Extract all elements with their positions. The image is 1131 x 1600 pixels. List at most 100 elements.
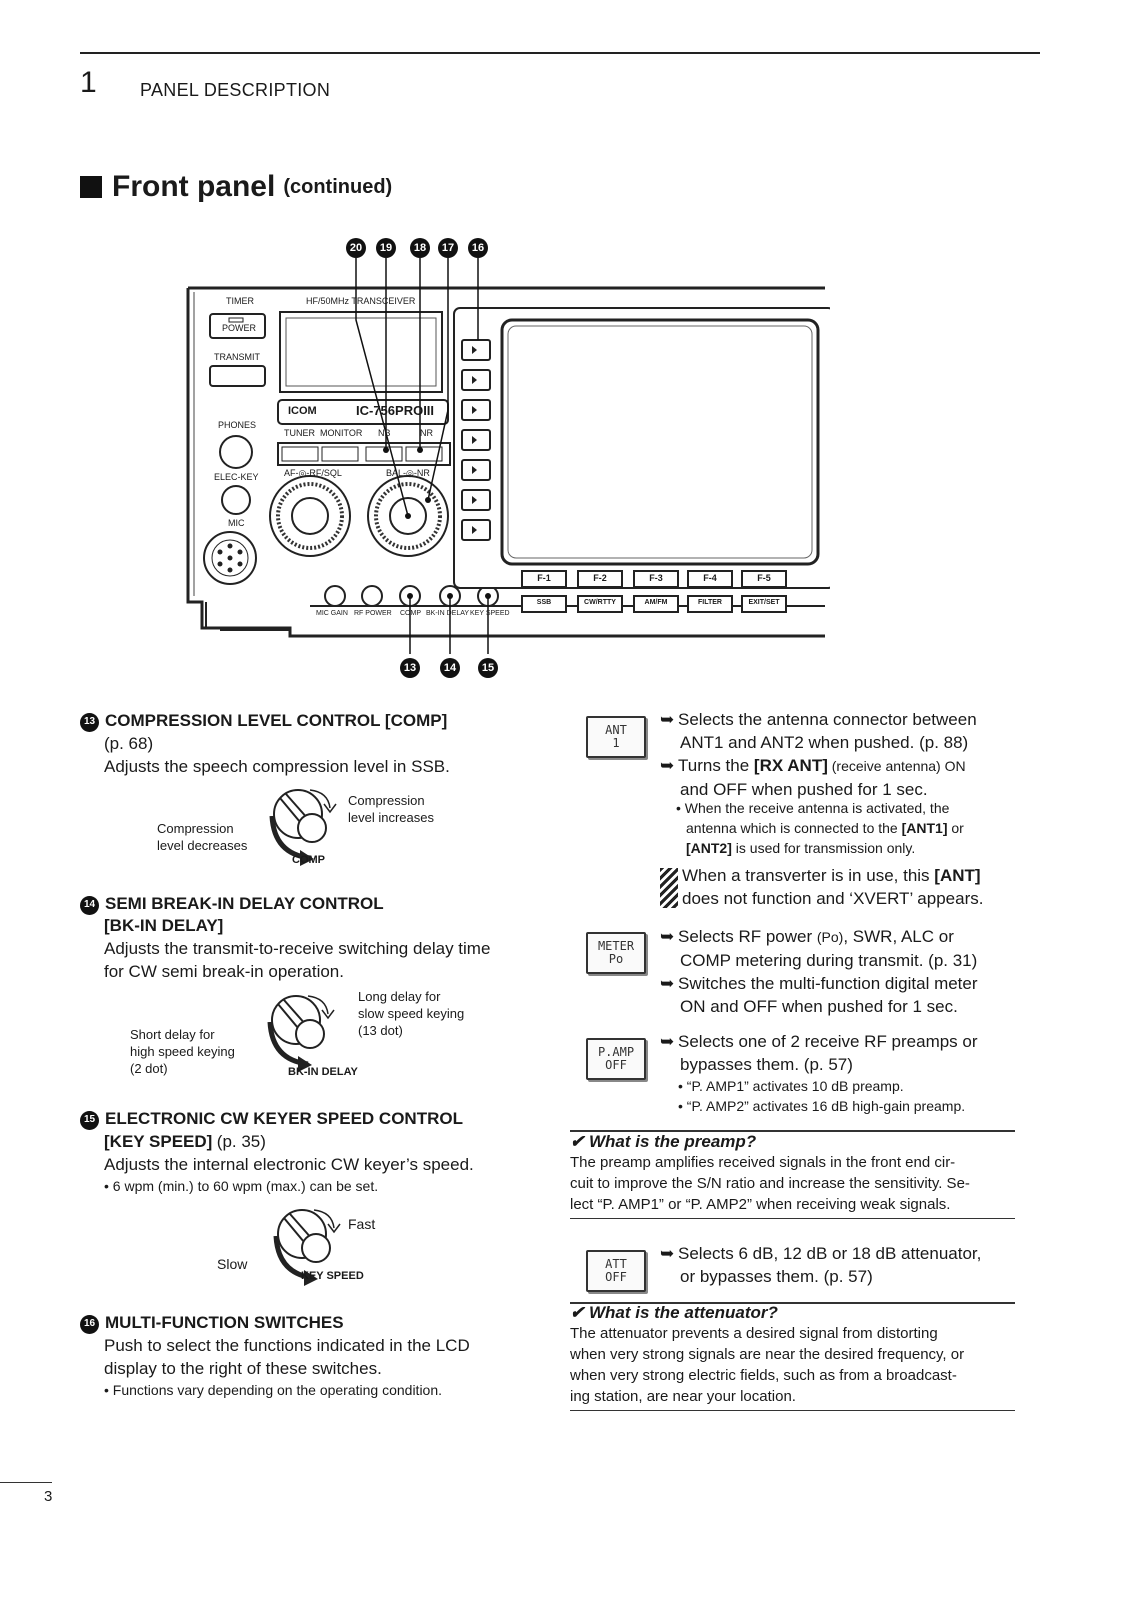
meter-desc: ➥Selects RF power (Po), SWR, ALC or COMP… [660, 925, 1020, 1018]
arrow-icon: ➥ [660, 756, 675, 775]
keyspeed-right-label: Fast [348, 1216, 376, 1232]
note-att-l3: when very strong electric fields, such a… [570, 1367, 957, 1384]
ant-b-l1: • When the receive antenna is activated,… [676, 800, 950, 816]
item-15-title-l1: ELECTRONIC CW KEYER SPEED CONTROL [105, 1109, 463, 1128]
ant-note-l2: does not function and ‘XVERT’ appears. [682, 889, 984, 908]
item-16-desc-l2: display to the right of these switches. [104, 1359, 382, 1378]
comp-right-l2: level increases [348, 810, 434, 825]
ant-note-l1-a: When a transverter is in use, this [682, 866, 935, 885]
note-preamp-rule-bottom [570, 1218, 1015, 1219]
att-key-l2: OFF [605, 1270, 627, 1284]
keyspeed-knob-name: KEY SPEED [301, 1270, 364, 1282]
pamp-p1-l2: bypasses them. (p. 57) [680, 1055, 853, 1074]
label-af-rfsql: AF-◎-RF/SQL [284, 468, 342, 478]
label-power: POWER [222, 323, 257, 333]
meter-p2-l1: Switches the multi-function digital mete… [678, 974, 978, 993]
ant-b-l2-a: antenna which is connected to the [686, 820, 902, 836]
ant-b-l3-b: is used for transmission only. [731, 840, 916, 856]
pamp-b1: • “P. AMP1” activates 10 dB preamp. [678, 1078, 904, 1094]
callout-13: 13 [400, 658, 420, 678]
callout-15: 15 [478, 658, 498, 678]
f2-key: F-2 [593, 573, 607, 583]
item-13-desc: Adjusts the speech compression level in … [104, 757, 450, 776]
att-key-icon: ATT OFF [586, 1250, 646, 1292]
label-monitor: MONITOR [320, 428, 363, 438]
label-bal-nr: BAL-◎-NR [386, 468, 430, 478]
comp-right-label: Compression level increases [348, 792, 434, 826]
meter-p1-c: , SWR, ALC or [843, 927, 954, 946]
ant-key-icon: ANT 1 [586, 716, 646, 758]
badge-13: 13 [80, 712, 99, 732]
callout-16: 16 [468, 238, 488, 258]
chapter-title: PANEL DESCRIPTION [140, 80, 331, 100]
chapter-number: 1 [80, 66, 97, 99]
ant-b-l3-a: [ANT2] [686, 840, 732, 856]
ssb-key: SSB [536, 599, 552, 606]
ant-p1-l1: Selects the antenna connector between [678, 710, 977, 729]
am-fm-key: AM/FM [644, 599, 668, 606]
item-16-title: MULTI-FUNCTION SWITCHES [105, 1313, 344, 1332]
arrow-icon: ➥ [660, 927, 675, 946]
square-bullet-icon [80, 176, 102, 198]
callout-20: 20 [346, 238, 366, 258]
bkin-left-l1: Short delay for [130, 1027, 215, 1042]
ant-key-l1: ANT [605, 723, 627, 737]
pamp-key-l2: OFF [605, 1058, 627, 1072]
ant-p2-a: Turns the [678, 756, 754, 775]
note-att-l4: ing station, are near your location. [570, 1388, 796, 1405]
ant-p1-l2: ANT1 and ANT2 when pushed. (p. 88) [680, 733, 969, 752]
note-att: ✔ What is the attenuator? The attenuator… [570, 1303, 1020, 1407]
bkin-knob-figure: Short delay for high speed keying (2 dot… [128, 986, 528, 1082]
pamp-b2: • “P. AMP2” activates 16 dB high-gain pr… [678, 1098, 966, 1114]
label-transmit: TRANSMIT [214, 352, 260, 362]
section-subtitle: (continued) [283, 175, 393, 198]
label-model-band: HF/50MHz TRANSCEIVER [306, 296, 416, 306]
f1-key: F-1 [537, 573, 551, 583]
label-brand: ICOM [288, 405, 317, 417]
bkin-left-l3: (2 dot) [130, 1061, 168, 1076]
item-16-desc-l1: Push to select the functions indicated i… [104, 1336, 470, 1355]
item-13: 13 COMPRESSION LEVEL CONTROL [COMP] (p. 6… [80, 710, 540, 778]
item-15-desc: Adjusts the internal electronic CW keyer… [104, 1155, 474, 1174]
label-phones: PHONES [218, 420, 257, 430]
label-nr: NR [420, 428, 433, 438]
note-att-l2: when very strong signals are near the de… [570, 1346, 965, 1363]
callout-19: 19 [376, 238, 396, 258]
ant-b-l2-b: [ANT1] [901, 820, 948, 836]
section-title-text: Front panel [112, 170, 276, 203]
meter-key-l1: METER [597, 939, 635, 953]
comp-right-l1: Compression [348, 793, 425, 808]
label-nb: NB [378, 428, 391, 438]
f3-key: F-3 [649, 573, 663, 583]
meter-p2-l2: ON and OFF when pushed for 1 sec. [680, 997, 958, 1016]
note-preamp-l1: The preamp amplifies received signals in… [570, 1154, 956, 1171]
item-15-ref: (p. 35) [216, 1132, 266, 1151]
comp-left-l2: level decreases [157, 838, 248, 853]
section-title: Front panel (continued) [80, 170, 392, 204]
item-13-title: COMPRESSION LEVEL CONTROL [COMP] [105, 711, 448, 730]
label-model: IC-756PROIII [356, 403, 435, 418]
filter-key: FILTER [698, 599, 722, 606]
meter-p1-l2: COMP metering during transmit. (p. 31) [680, 951, 978, 970]
ant-p2-c: (receive antenna) ON [827, 758, 966, 774]
front-panel-drawing [186, 258, 830, 654]
callout-17: 17 [438, 238, 458, 258]
bkin-right-l3: (13 dot) [358, 1023, 403, 1038]
arrow-icon: ➥ [660, 1032, 675, 1051]
pamp-desc: ➥Selects one of 2 receive RF preamps or … [660, 1030, 1020, 1116]
bkin-right-l2: slow speed keying [358, 1006, 465, 1021]
item-14-title-l2: [BK-IN DELAY] [104, 916, 224, 935]
item-14-desc-l1: Adjusts the transmit-to-receive switchin… [104, 939, 491, 958]
keyspeed-knob-icon [273, 1209, 341, 1286]
front-panel-figure: TIMER POWER TRANSMIT HF/50MHz TRANSCEIVE… [180, 230, 830, 690]
item-13-ref: (p. 68) [104, 734, 154, 753]
arrow-icon: ➥ [660, 710, 675, 729]
comp-left-label: Compression level decreases [157, 820, 247, 854]
label-bkin-delay: BK-IN DELAY [426, 610, 470, 617]
att-p1-l1: Selects 6 dB, 12 dB or 18 dB attenuator, [678, 1244, 982, 1263]
arrow-icon: ➥ [660, 1244, 675, 1263]
label-mic-gain: MIC GAIN [316, 610, 348, 617]
callout-14: 14 [440, 658, 460, 678]
